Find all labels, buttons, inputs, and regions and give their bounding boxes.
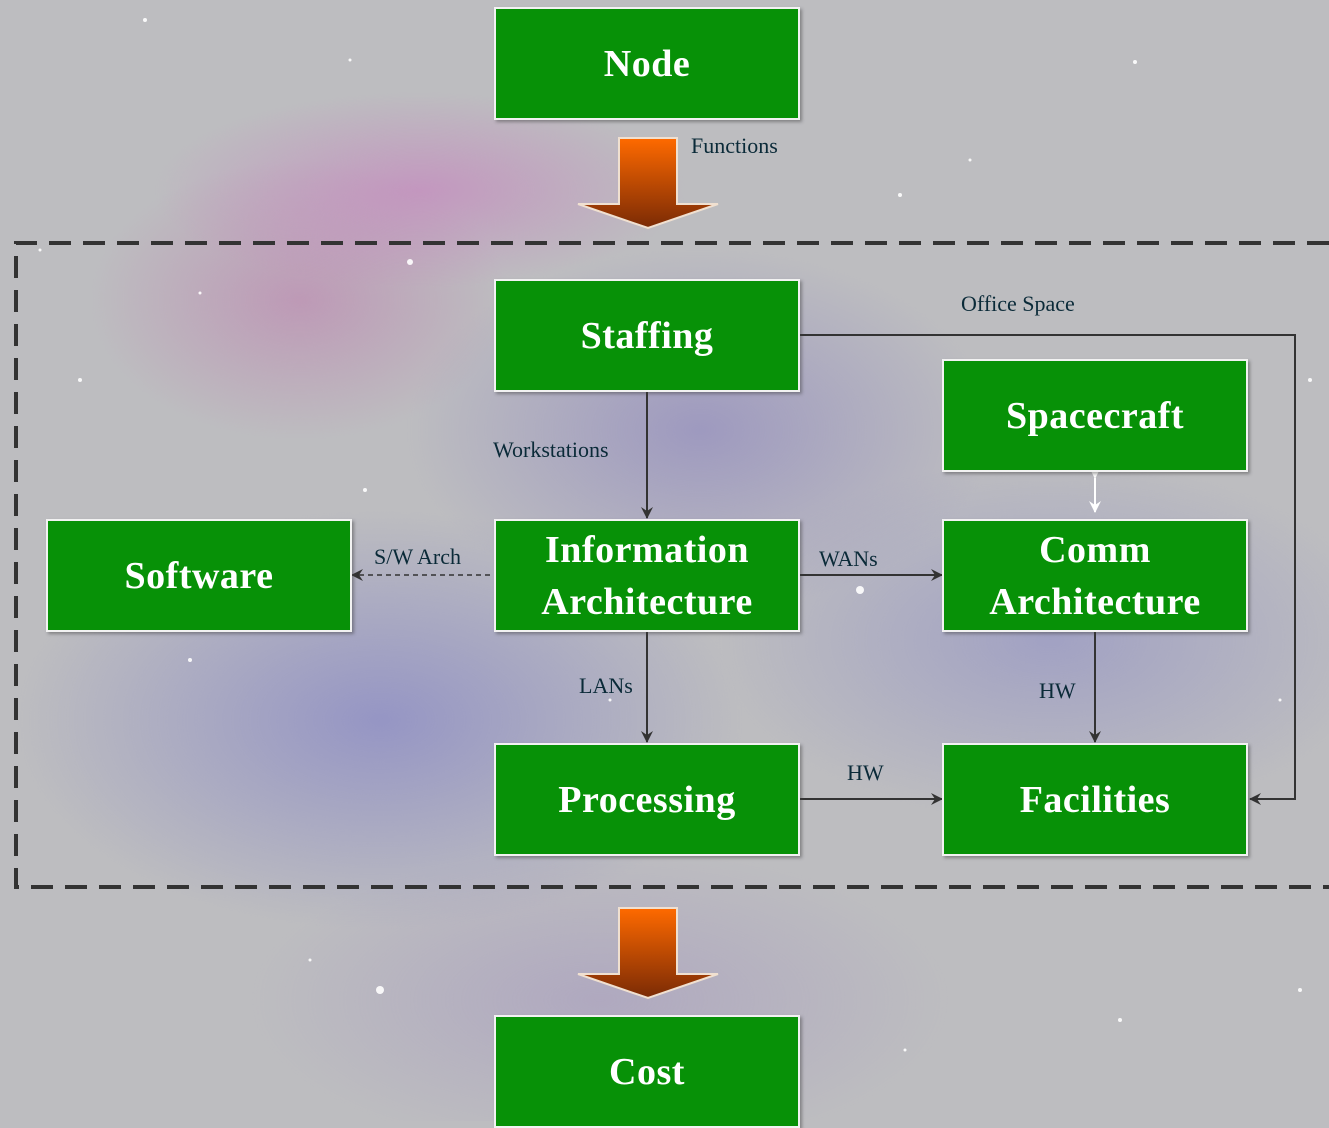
dashed-frame [14, 241, 1329, 889]
sw-arch-label: S/W Arch [374, 544, 461, 569]
node-box[interactable]: Node [494, 7, 800, 120]
lans-label: LANs [579, 673, 633, 698]
software-box[interactable]: Software [46, 519, 352, 632]
arrow-node-to-frame [577, 137, 719, 230]
comm-architecture-box[interactable]: Comm Architecture [942, 519, 1248, 632]
processing-box[interactable]: Processing [494, 743, 800, 856]
wans-label: WANs [819, 546, 878, 571]
workstations-label: Workstations [493, 437, 609, 462]
edge-staffing-to-facilities [798, 334, 1296, 805]
hw-processing-facilities-label: HW [847, 760, 884, 785]
information-architecture-box[interactable]: Information Architecture [494, 519, 800, 632]
office-space-label: Office Space [961, 291, 1075, 316]
hw-comm-facilities-label: HW [1039, 678, 1076, 703]
functions-label: Functions [691, 133, 778, 158]
facilities-box[interactable]: Facilities [942, 743, 1248, 856]
cost-box[interactable]: Cost [494, 1015, 800, 1128]
staffing-box[interactable]: Staffing [494, 279, 800, 392]
arrow-frame-to-cost [577, 907, 719, 1000]
spacecraft-box[interactable]: Spacecraft [942, 359, 1248, 472]
